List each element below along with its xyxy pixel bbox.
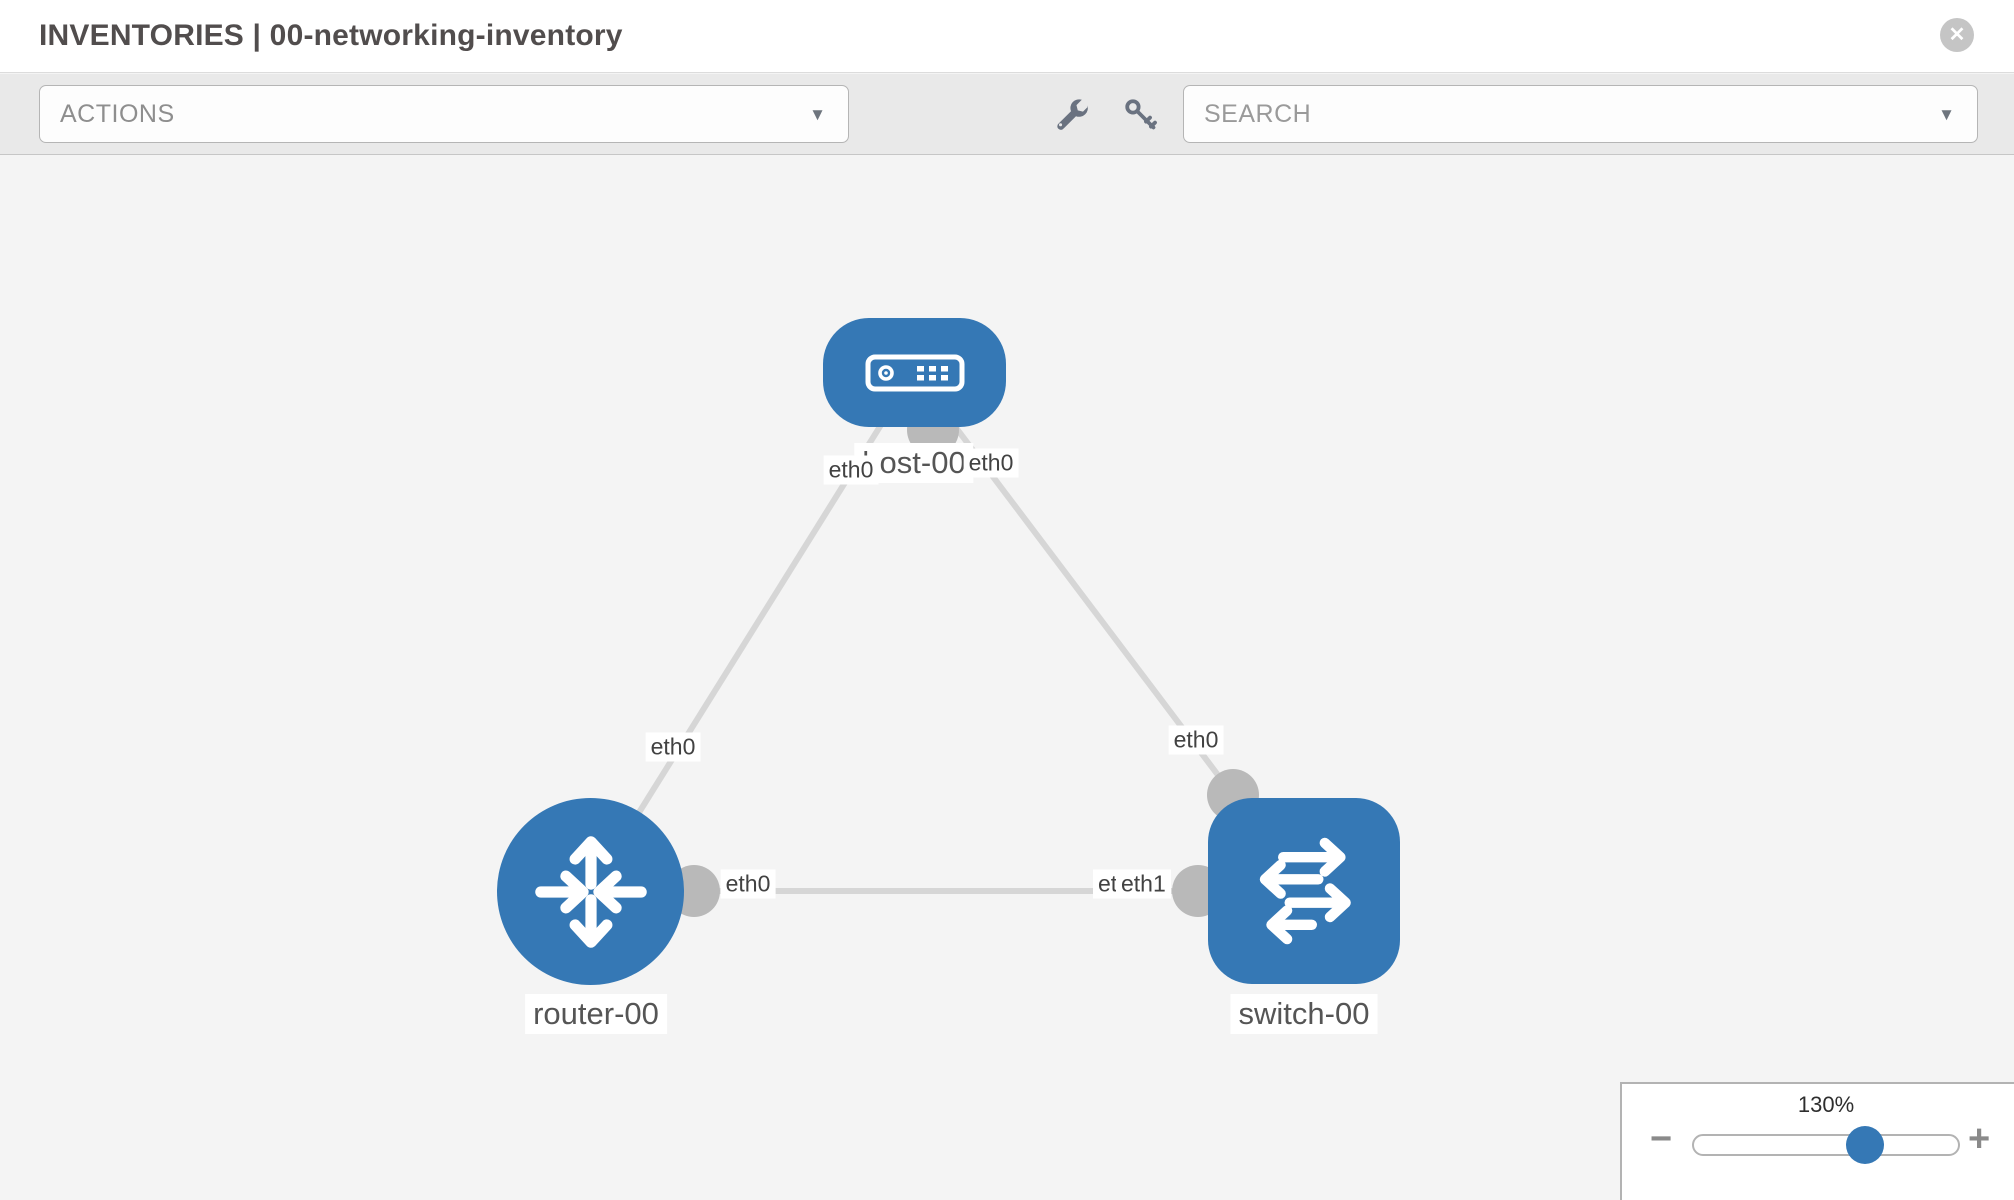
- wrench-icon[interactable]: [1052, 96, 1090, 134]
- page-title: INVENTORIES | 00-networking-inventory: [39, 19, 623, 52]
- switch-icon: [1259, 837, 1351, 945]
- key-icon[interactable]: [1122, 96, 1160, 134]
- search-box[interactable]: ▼: [1183, 85, 1978, 143]
- zoom-in-button[interactable]: +: [1968, 1118, 1991, 1160]
- port-label-host-eth0-left: eth0: [823, 455, 879, 485]
- header-bar: INVENTORIES | 00-networking-inventory ✕: [0, 0, 2014, 73]
- router-icon: [534, 835, 647, 948]
- link-host-switch[interactable]: [911, 370, 1236, 797]
- port-label-switch-eth1: eth1: [1116, 869, 1171, 899]
- chevron-down-icon: ▼: [1938, 104, 1955, 124]
- actions-dropdown[interactable]: ACTIONS ▼: [39, 85, 849, 143]
- zoom-level-value: 130%: [1797, 1092, 1855, 1117]
- zoom-out-button[interactable]: −: [1650, 1118, 1673, 1160]
- node-host-00[interactable]: [823, 318, 1006, 427]
- port-label-router-eth0-uplink: eth0: [645, 732, 701, 762]
- search-input[interactable]: [1184, 99, 1939, 129]
- host-icon: [865, 354, 964, 391]
- node-label-router-00[interactable]: router-00: [525, 994, 667, 1034]
- close-x-glyph: ✕: [1948, 24, 1966, 46]
- port-label-router-eth0-lan: eth0: [720, 869, 776, 899]
- zoom-panel: 130% − +: [1620, 1082, 2014, 1200]
- node-label-switch-00[interactable]: switch-00: [1230, 994, 1378, 1034]
- topology-canvas[interactable]: host-00 router-00 switch-00 eth0 eth0 et…: [0, 156, 2014, 1200]
- close-icon[interactable]: ✕: [1940, 18, 1974, 52]
- toolbar: ACTIONS ▼ ▼: [0, 74, 2014, 155]
- port-label-host-eth0-right: eth0: [963, 448, 1019, 478]
- chevron-down-icon: ▼: [809, 104, 826, 124]
- actions-dropdown-label: ACTIONS: [60, 99, 175, 128]
- links-layer: [587, 370, 1259, 917]
- zoom-slider-track[interactable]: [1692, 1134, 1960, 1156]
- zoom-slider-thumb[interactable]: [1846, 1126, 1884, 1164]
- port-label-switch-eth0-uplink: eth0: [1168, 725, 1224, 755]
- node-router-00[interactable]: [497, 798, 684, 985]
- node-switch-00[interactable]: [1208, 798, 1400, 984]
